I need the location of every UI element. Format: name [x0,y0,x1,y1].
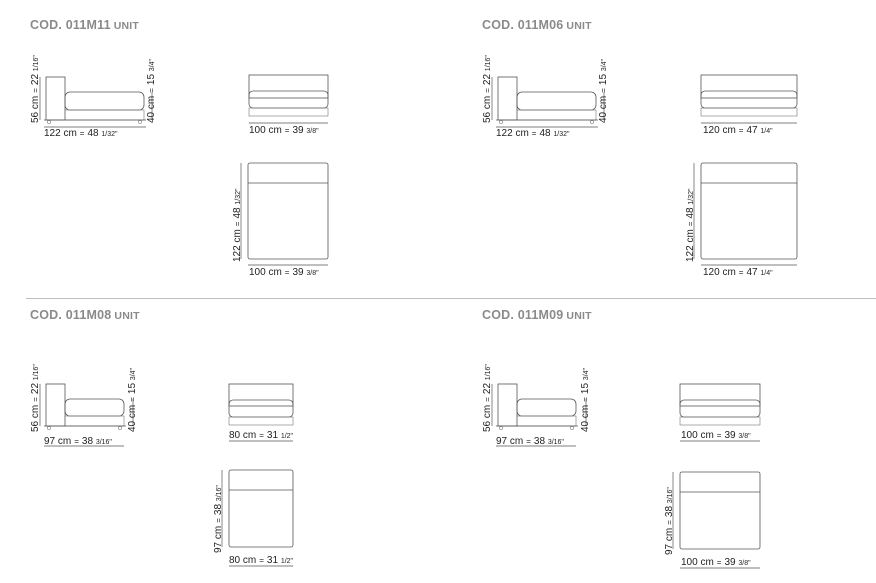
side-view-drawing [491,76,605,128]
front-view-drawing [248,74,329,124]
dim-side-seat-height: 40 cm=15 3/4" [580,367,591,432]
dim-side-width: 97 cm=38 3/16" [496,436,564,447]
front-view-drawing [228,383,294,442]
module-code: COD. 011M09 [482,308,564,322]
top-view-drawing [672,471,761,569]
dim-side-total-height: 56 cm=22 1/16" [482,364,493,432]
dim-top-width: 120 cm=47 1/4" [703,267,773,278]
front-view-drawing [700,74,798,124]
top-view-drawing [240,162,329,266]
top-view-drawing [693,162,798,266]
dim-front-width: 120 cm=47 1/4" [703,125,773,136]
dim-side-width: 97 cm=38 3/16" [44,436,112,447]
dim-side-width: 122 cm=48 1/32" [496,128,570,139]
dim-front-width: 80 cm=31 1/2" [229,430,294,441]
side-view-drawing [491,383,587,447]
module-code: COD. 011M06 [482,18,564,32]
top-view-drawing [221,469,294,567]
section-divider [26,298,876,299]
dim-front-width: 100 cm=39 3/8" [249,125,319,136]
dim-front-width: 100 cm=39 3/8" [681,430,751,441]
module-code: COD. 011M08 [30,308,112,322]
module-unit-label: UNIT [114,310,140,322]
dim-top-width: 100 cm=39 3/8" [249,267,319,278]
dim-side-width: 122 cm=48 1/32" [44,128,118,139]
module-unit-label: UNIT [566,310,592,322]
front-view-drawing [679,383,761,442]
module-unit-label: UNIT [113,20,140,32]
module-unit-label: UNIT [566,20,592,32]
dim-top-width: 80 cm=31 1/2" [229,555,294,566]
side-view-drawing [39,76,153,128]
side-view-drawing [39,383,134,447]
dim-top-width: 100 cm=39 3/8" [681,557,751,568]
module-code: COD. 011M11 [30,18,111,32]
dim-top-depth: 97 cm=38 3/16" [664,487,675,555]
